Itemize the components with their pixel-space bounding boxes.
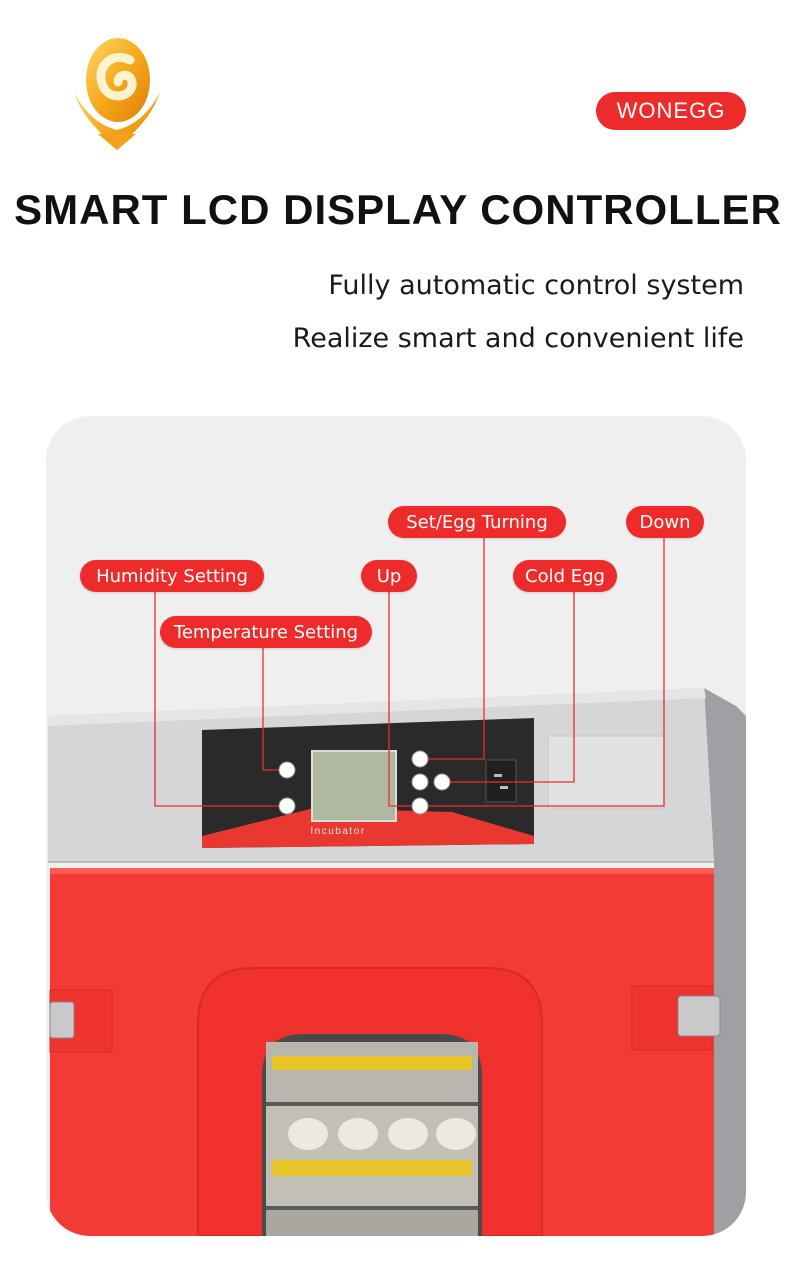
temperature-button[interactable] bbox=[278, 761, 296, 779]
callout-down: Down bbox=[626, 506, 704, 538]
power-socket-icon bbox=[485, 759, 517, 803]
callout-up: Up bbox=[361, 560, 417, 592]
right-hinge bbox=[677, 995, 721, 1037]
callout-temperature-setting: Temperature Setting bbox=[160, 616, 372, 648]
callout-connectors bbox=[154, 536, 665, 807]
set-egg-turning-button[interactable] bbox=[411, 750, 429, 768]
left-hinge bbox=[49, 1001, 75, 1039]
up-button[interactable] bbox=[411, 773, 429, 791]
page-title: SMART LCD DISPLAY CONTROLLER bbox=[14, 186, 782, 233]
callout-cold-egg: Cold Egg bbox=[513, 560, 617, 592]
down-button[interactable] bbox=[411, 797, 429, 815]
brand-badge: WONEGG bbox=[596, 92, 746, 130]
subtitle-line-1: Fully automatic control system bbox=[328, 270, 744, 301]
cold-egg-button[interactable] bbox=[433, 773, 451, 791]
product-image: Incubator bbox=[46, 416, 746, 1236]
humidity-button[interactable] bbox=[278, 797, 296, 815]
callout-set-egg-turning: Set/Egg Turning bbox=[388, 506, 566, 538]
incubator-illustration: Incubator bbox=[48, 536, 746, 1236]
callout-humidity-setting: Humidity Setting bbox=[80, 560, 264, 592]
lcd-screen bbox=[311, 750, 397, 822]
panel-label: Incubator bbox=[310, 826, 365, 837]
golden-egg-logo-icon bbox=[74, 38, 160, 150]
subtitle-line-2: Realize smart and convenient life bbox=[292, 323, 744, 354]
